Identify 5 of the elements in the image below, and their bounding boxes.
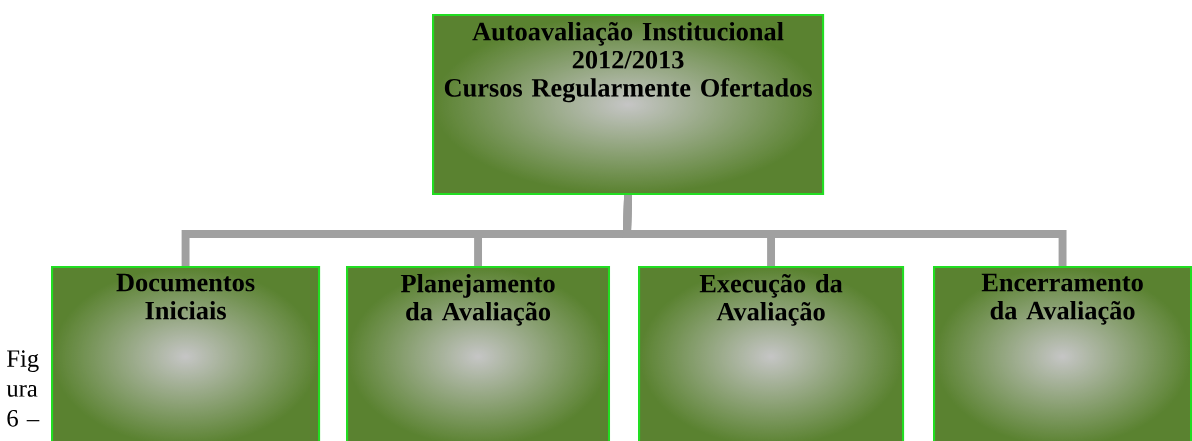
- gradient-box: Encerramento da Avaliação: [933, 266, 1192, 441]
- gradient-box: Execução da Avaliação: [638, 266, 905, 441]
- gradient-box: Autoavaliação Institucional 2012/2013 Cursos Regularmente Ofertados: [432, 14, 825, 196]
- gradient-box: Documentos Iniciais: [51, 266, 321, 441]
- gradient-box: Planejamento da Avaliação: [346, 266, 611, 441]
